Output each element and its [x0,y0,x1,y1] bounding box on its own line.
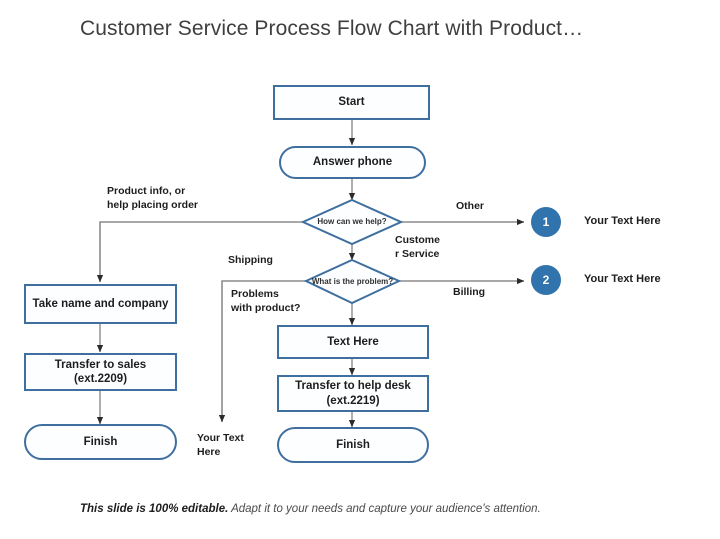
node-text-here-label: Text Here [327,335,379,348]
node-transfer-to-help-desk-label: Transfer to help desk (ext.2219) [295,380,411,407]
node-finish-left-label: Finish [83,435,118,448]
node-transfer-to-sales-label: Transfer to sales (ext.2209) [54,358,147,385]
footer-rest: Adapt it to your needs and capture your … [228,503,541,515]
decision-how-can-we-help[interactable]: How can we help? [303,200,401,244]
bullet-1-number: 1 [542,215,550,229]
bullet-1-text: Your Text Here [584,215,661,227]
bullet-2-text: Your Text Here [584,273,661,285]
node-start[interactable]: Start [273,85,430,120]
page-title: Customer Service Process Flow Chart with… [80,17,584,40]
footer-bold: This slide is 100% editable. [80,503,229,515]
edge-decision2-left-shipping [218,280,306,423]
edge-label-product-info: Product info, or help placing order [107,185,199,211]
node-text-here[interactable]: Text Here [277,325,429,359]
node-finish-center-label: Finish [336,438,370,451]
bullet-2-circle[interactable]: 2 [531,265,561,295]
edge-label-your-text-here-left: Your Text Here [197,432,244,458]
node-answer-phone-label: Answer phone [312,156,393,169]
edge-label-problems-with-product: Problems with product? [231,288,301,314]
footer-note: This slide is 100% editable. Adapt it to… [80,503,650,515]
node-take-name-label: Take name and company [32,297,169,310]
edge-decision1-left-product-info [96,221,303,283]
bullet-1-circle[interactable]: 1 [531,207,561,237]
decision-1-shape [300,198,404,246]
decision-2-label: What is the problem? [311,276,394,286]
node-start-label: Start [338,96,365,109]
node-transfer-to-help-desk[interactable]: Transfer to help desk (ext.2219) [277,375,429,412]
decision-1-label: How can we help? [317,217,387,227]
edge-label-billing: Billing [453,286,486,298]
node-transfer-to-sales[interactable]: Transfer to sales (ext.2209) [24,353,177,391]
decision-2-shape [303,258,402,305]
node-finish-center[interactable]: Finish [277,427,429,463]
node-answer-phone[interactable]: Answer phone [279,146,426,179]
edge-label-customer-service: Custome r Service [395,234,440,260]
node-finish-left[interactable]: Finish [24,424,177,460]
edge-label-shipping: Shipping [228,254,273,266]
edge-label-other: Other [456,200,485,212]
node-take-name-and-company[interactable]: Take name and company [24,284,177,324]
decision-what-is-the-problem[interactable]: What is the problem? [306,260,399,303]
bullet-2-number: 2 [542,273,550,287]
